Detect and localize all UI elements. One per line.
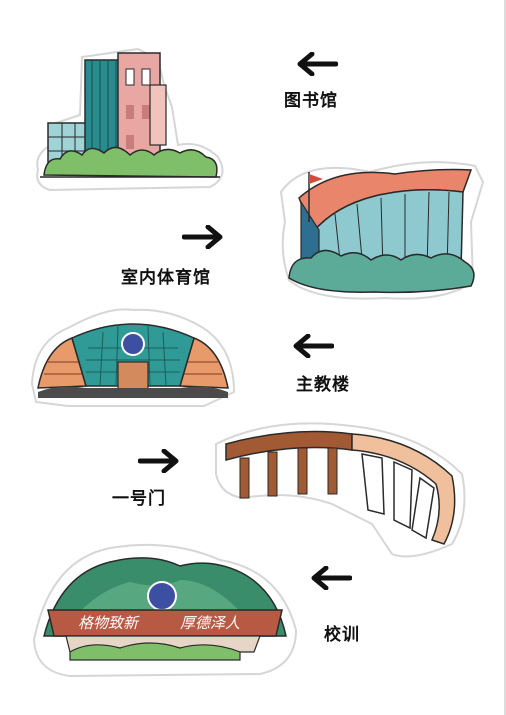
main-building-sticker bbox=[28, 302, 238, 412]
motto-left-text: 格物致新 bbox=[78, 614, 140, 632]
main-building-illustration bbox=[30, 308, 236, 407]
gym-illustration bbox=[279, 161, 485, 300]
arrow-left-icon bbox=[296, 52, 338, 76]
motto-illustration: 格物致新 厚德泽人 bbox=[32, 543, 298, 678]
library-illustration bbox=[36, 47, 224, 192]
library-label: 图书馆 bbox=[284, 91, 338, 111]
school-emblem-icon bbox=[147, 581, 177, 611]
gate-illustration bbox=[215, 422, 466, 558]
arrow-left-icon bbox=[292, 334, 334, 358]
motto-right-text: 厚德泽人 bbox=[180, 614, 240, 632]
gate-label: 一号门 bbox=[112, 489, 166, 509]
library-sticker bbox=[30, 45, 230, 195]
gym-sticker bbox=[275, 152, 490, 307]
gym-label: 室内体育馆 bbox=[121, 268, 211, 288]
arrow-right-icon bbox=[138, 449, 180, 473]
motto-label: 校训 bbox=[324, 625, 360, 645]
main-building-label: 主教楼 bbox=[296, 375, 350, 395]
motto-sticker: 格物致新 厚德泽人 bbox=[30, 540, 300, 680]
gate-sticker bbox=[212, 414, 472, 564]
arrow-right-icon bbox=[182, 225, 224, 249]
page-edge bbox=[504, 0, 506, 715]
arrow-left-icon bbox=[310, 566, 352, 590]
